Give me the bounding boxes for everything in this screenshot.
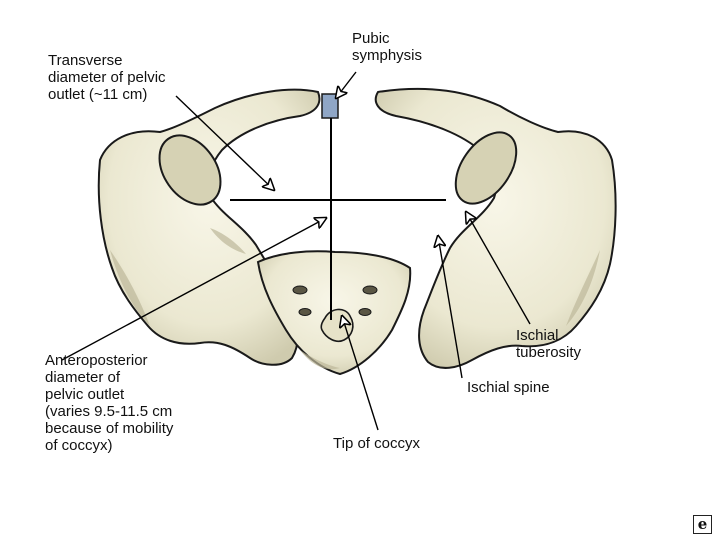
label-line: diameter of pelvic <box>48 69 166 86</box>
label-line: Pubic <box>352 30 422 47</box>
label-line: pelvic outlet <box>45 386 173 403</box>
label-transverse-diameter: Transverse diameter of pelvic outlet (~1… <box>48 52 166 103</box>
arrow-pubic-symphysis <box>336 72 356 98</box>
label-line: tuberosity <box>516 344 581 361</box>
label-line: Anteroposterior <box>45 352 173 369</box>
label-pubic-symphysis: Pubic symphysis <box>352 30 422 64</box>
label-line: because of mobility <box>45 420 173 437</box>
label-line: Tip of coccyx <box>333 435 420 452</box>
label-ischial-tuberosity: Ischial tuberosity <box>516 327 581 361</box>
label-line: diameter of <box>45 369 173 386</box>
publisher-logo: e <box>693 515 712 534</box>
label-anteroposterior-diameter: Anteroposterior diameter of pelvic outle… <box>45 352 173 454</box>
label-line: Ischial spine <box>467 379 550 396</box>
label-line: Ischial <box>516 327 581 344</box>
label-line: Transverse <box>48 52 166 69</box>
label-line: (varies 9.5-11.5 cm <box>45 403 173 420</box>
label-line: of coccyx) <box>45 437 173 454</box>
label-ischial-spine: Ischial spine <box>467 379 550 396</box>
label-line: symphysis <box>352 47 422 64</box>
label-tip-of-coccyx: Tip of coccyx <box>333 435 420 452</box>
label-line: outlet (~11 cm) <box>48 86 166 103</box>
